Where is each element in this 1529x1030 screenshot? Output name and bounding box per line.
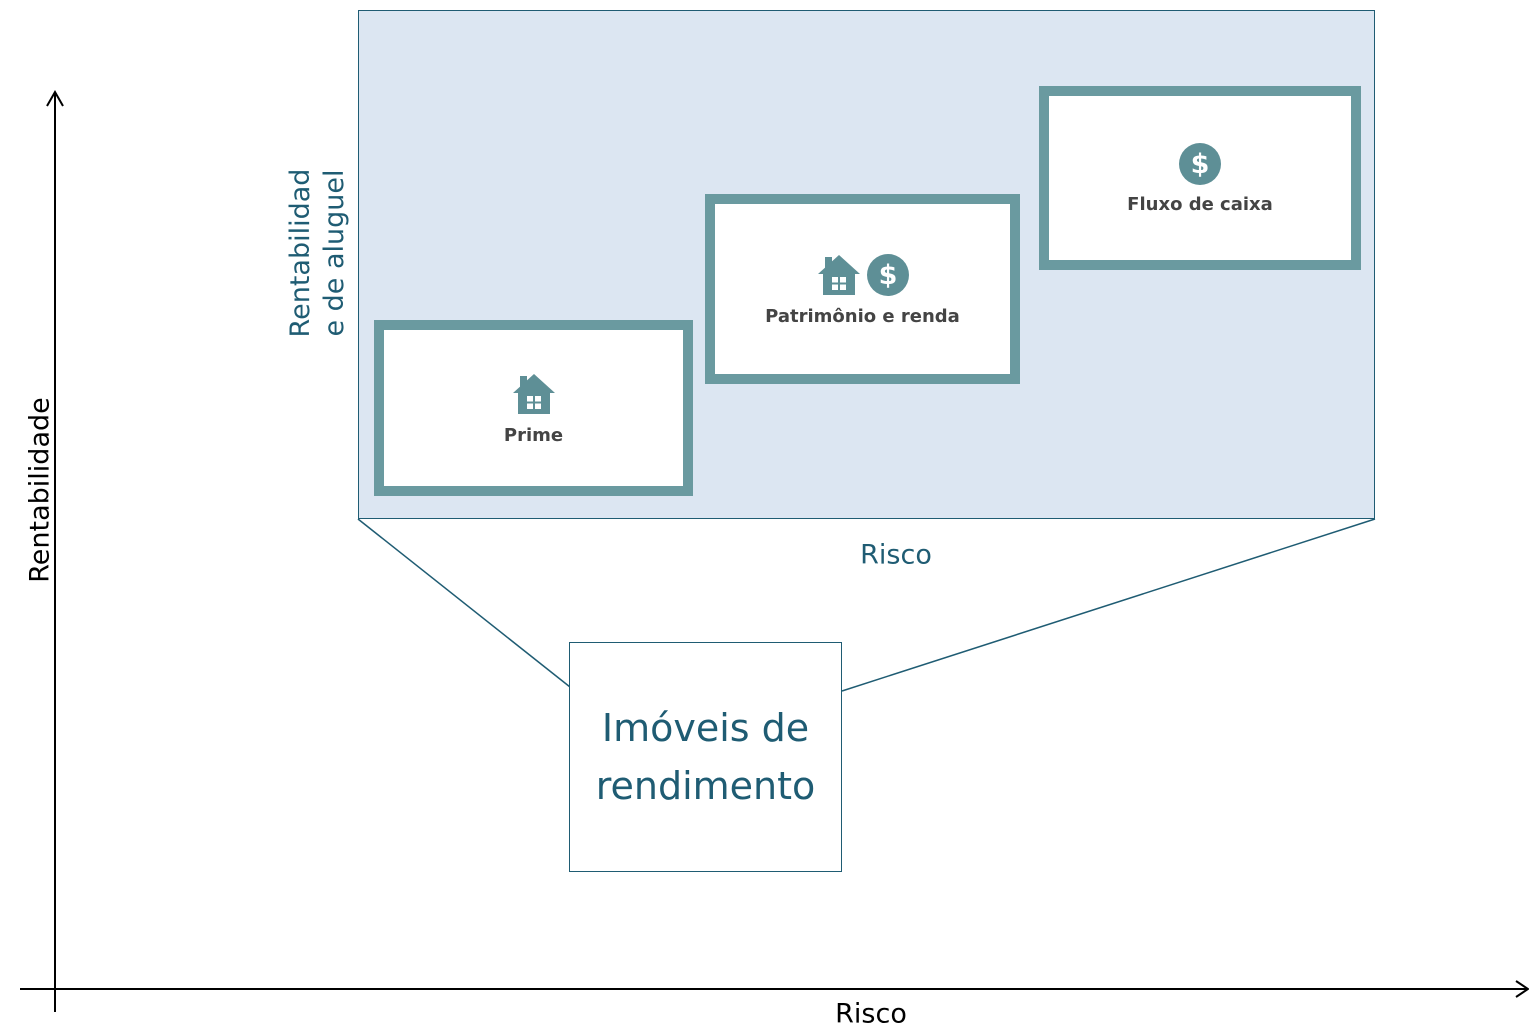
x-axis-arrowhead <box>1515 980 1529 998</box>
callout-line-left <box>357 518 571 688</box>
card-label: Patrimônio e renda <box>765 305 960 327</box>
y-axis-label: Rentabilidade <box>24 397 56 583</box>
svg-text:$: $ <box>878 260 897 291</box>
card-prime: Prime <box>374 320 693 496</box>
card-icons <box>511 371 557 417</box>
card-label: Prime <box>503 424 564 446</box>
house-icon <box>512 373 555 414</box>
card-patrimonio-e-renda: $ Patrimônio e renda <box>705 194 1020 384</box>
card-fluxo-de-caixa: $ Fluxo de caixa <box>1039 86 1361 270</box>
zoom-y-axis-label: Rentabilidad e de aluguel <box>285 168 350 338</box>
card-icons: $ <box>816 252 910 298</box>
summary-box: Imóveis de rendimento <box>569 642 842 872</box>
dollar-icon: $ <box>866 253 909 296</box>
summary-text: Imóveis de rendimento <box>595 706 816 808</box>
house-icon <box>817 254 860 295</box>
zoom-x-axis-label: Risco <box>860 539 932 571</box>
card-icons: $ <box>1178 142 1222 186</box>
dollar-icon: $ <box>1179 142 1221 185</box>
callout-line-right <box>841 518 1376 692</box>
svg-text:$: $ <box>1191 149 1210 180</box>
x-axis-label: Risco <box>835 998 907 1030</box>
card-label: Fluxo de caixa <box>1127 193 1273 215</box>
y-axis-arrowhead <box>46 89 64 107</box>
